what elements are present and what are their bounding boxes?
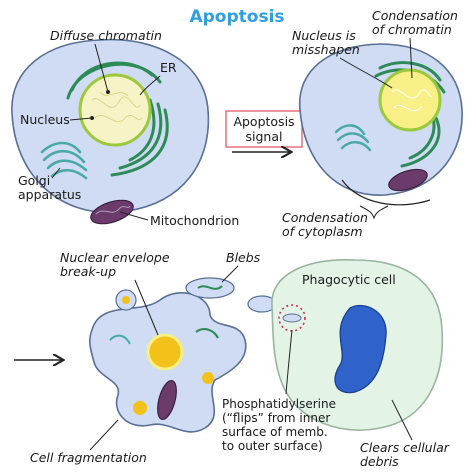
er-icon [66, 61, 169, 177]
phagocyte-nucleus-icon [334, 304, 387, 394]
pointer-diffuse-chromatin [94, 43, 109, 93]
title: Apoptosis [189, 7, 284, 27]
fragmenting-cell [89, 289, 247, 433]
label-nucleus-misshapen-2: misshapen [292, 42, 360, 57]
apoptosis-signal-box [225, 110, 303, 148]
label-condensation-cytoplasm-1: Condensation [282, 210, 368, 225]
label-signal-2: signal [246, 129, 283, 144]
condensed-chromatin-icon [391, 89, 433, 112]
label-phosphatidylserine-1: Phosphatidylserine [222, 397, 336, 411]
label-clears-debris-1: Clears cellular [360, 440, 450, 455]
nuclear-fragment-icon [146, 333, 184, 371]
diffuse-chromatin-icon [91, 91, 143, 123]
label-phagocytic-cell: Phagocytic cell [302, 272, 396, 287]
condensed-nucleus-icon [378, 68, 442, 132]
pointer-mitochondrion [119, 211, 149, 221]
label-condensation-chromatin-2: of chromatin [372, 22, 452, 37]
pointer-er [139, 75, 161, 96]
label-mitochondrion: Mitochondrion [150, 213, 239, 228]
label-condensation-chromatin-1: Condensation [372, 8, 458, 23]
label-er: ER [160, 60, 177, 75]
label-golgi-2: apparatus [18, 187, 81, 202]
pointer-nucleus [69, 117, 93, 121]
label-nucleus: Nucleus [20, 112, 70, 127]
label-nuclear-envelope-1: Nuclear envelope [60, 250, 170, 265]
label-golgi-1: Golgi [18, 173, 50, 188]
shrunken-cell [298, 43, 463, 196]
pointer-golgi [51, 167, 61, 179]
label-phosphatidylserine-3: surface of memb. [222, 425, 328, 439]
normal-cell [11, 38, 210, 225]
label-signal-1: Apoptosis [233, 114, 294, 129]
label-blebs: Blebs [226, 250, 261, 265]
brace-icon [359, 205, 389, 220]
phagocytic-cell [271, 259, 444, 431]
label-diffuse-chromatin: Diffuse chromatin [50, 28, 162, 43]
nucleus-icon [78, 73, 152, 147]
label-cell-fragmentation: Cell fragmentation [30, 450, 147, 465]
label-clears-debris-2: debris [360, 454, 399, 469]
label-nuclear-envelope-2: break-up [60, 264, 116, 279]
cytoplasm-outline [341, 179, 431, 206]
label-nucleus-misshapen-1: Nucleus is [292, 28, 356, 43]
label-phosphatidylserine-4: to outer surface) [222, 439, 323, 453]
label-phosphatidylserine-2: (“flips” from inner [222, 411, 330, 425]
label-condensation-cytoplasm-2: of cytoplasm [282, 224, 363, 239]
